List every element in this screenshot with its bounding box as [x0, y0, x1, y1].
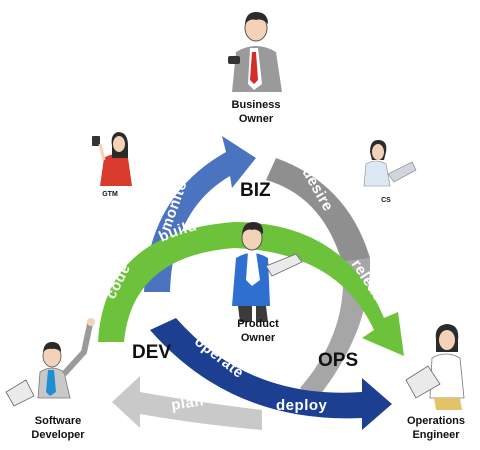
ops-label: OPS: [318, 350, 358, 371]
desire-arrow-shape: [266, 158, 370, 262]
operate-arrow-shape: [150, 318, 392, 430]
operations-engineer-label-line2: Engineer: [412, 429, 460, 441]
operations-engineer-person: [405, 324, 465, 410]
business-owner-person: [228, 12, 282, 92]
biz-label: BIZ: [240, 180, 271, 201]
software-developer-person: [5, 318, 95, 407]
deploy-label: deploy: [276, 397, 328, 414]
software-developer-label-line2: Developer: [31, 429, 85, 441]
operations-engineer-label-line1: Operations: [407, 415, 465, 427]
gtm-label: GTM: [102, 191, 118, 198]
plan-arrow-shape: [112, 376, 262, 430]
product-owner-label-line1: Product: [237, 318, 279, 330]
operate-deploy-arrow: [150, 318, 392, 430]
green-loop-arrow: [98, 222, 404, 356]
cs-label: CS: [381, 197, 391, 204]
product-owner-person: [232, 222, 303, 322]
software-developer-label-line1: Software: [35, 415, 81, 427]
dev-label: DEV: [132, 342, 171, 363]
cs-person: [363, 140, 417, 187]
business-owner-label-line1: Business: [232, 99, 281, 111]
business-owner-label-line2: Owner: [239, 113, 274, 125]
product-owner-label-line2: Owner: [241, 332, 276, 344]
plan-label: plan: [170, 392, 205, 414]
define-label: define: [277, 323, 315, 372]
green-arrow-shape: [98, 222, 404, 356]
gtm-person: [92, 132, 132, 186]
plan-arrow: [112, 376, 262, 430]
